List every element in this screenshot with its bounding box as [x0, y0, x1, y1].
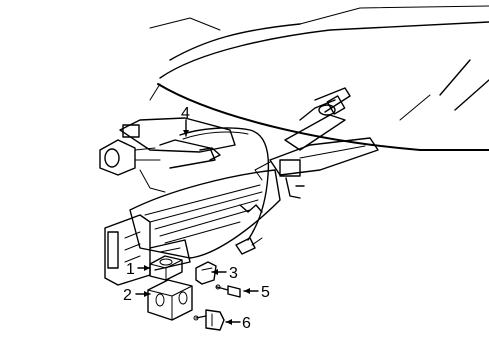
leader-lines [135, 119, 259, 325]
shift-linkage [99, 117, 236, 193]
arrowhead-6 [226, 319, 232, 325]
part-2-bracket [147, 279, 193, 321]
arrowhead-3 [212, 269, 218, 275]
arrowhead-1 [144, 265, 150, 271]
arrowhead-2 [144, 291, 150, 297]
arrowhead-5 [244, 288, 250, 294]
callout-5: 5 [261, 284, 270, 301]
callout-4: 4 [181, 105, 190, 122]
arrowhead-4 [183, 130, 189, 136]
shift-cable [179, 127, 270, 255]
console-housing [104, 169, 281, 286]
callout-labels: 1 2 3 4 5 6 [123, 105, 270, 332]
steering-column [254, 87, 379, 199]
callout-3: 3 [229, 265, 238, 282]
callout-1: 1 [126, 261, 135, 278]
body-frame [149, 5, 489, 151]
callout-6: 6 [242, 315, 251, 332]
part-5-pin [215, 284, 241, 298]
part-3-clip [195, 261, 217, 285]
part-6-retainer [193, 309, 225, 331]
part-1-bushing [149, 255, 183, 281]
callout-2: 2 [123, 287, 132, 304]
